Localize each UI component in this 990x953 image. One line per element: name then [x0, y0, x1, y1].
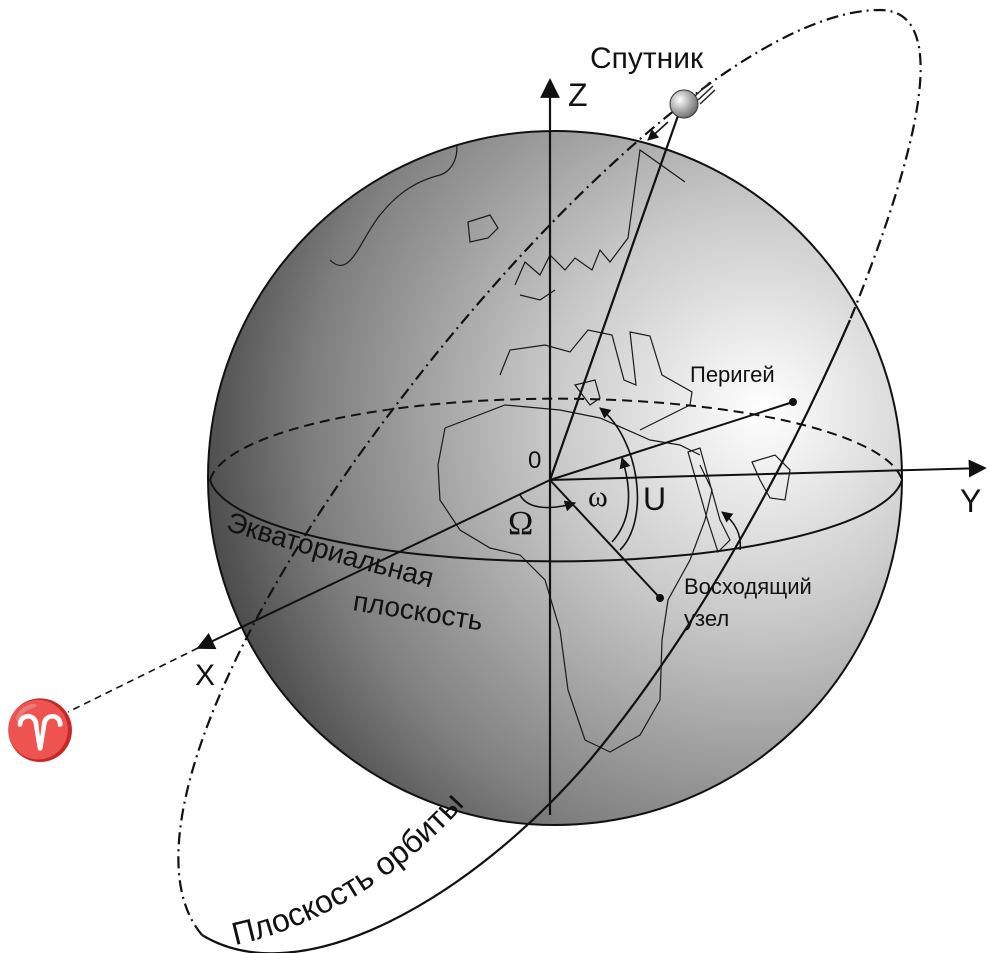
perigee-radius: [549, 401, 794, 481]
omega-small-label: ω: [588, 480, 608, 513]
perigee-label: Перигей: [690, 362, 775, 387]
equator-front: [209, 479, 903, 563]
u-label: U: [643, 481, 666, 517]
u-arc: [599, 407, 639, 551]
asia-outline: [499, 329, 693, 431]
axis-x: [196, 479, 551, 650]
orbit-direction-arrow: [647, 121, 669, 141]
orbit-back: [177, 8, 922, 936]
ascending-node-label-line2: узел: [684, 606, 729, 631]
omega-capital-label: Ω: [508, 505, 533, 542]
ascending-node-label-line1: Восходящий: [684, 574, 812, 599]
inclination-arc: [721, 511, 742, 551]
vernal-equinox-symbol: ♈: [4, 697, 76, 763]
coastline-north: [329, 139, 458, 266]
axis-y: [549, 459, 987, 481]
omega-capital-arc: [519, 494, 577, 512]
lake-outline: [573, 379, 601, 406]
orbit-front: [201, 319, 852, 953]
origin-label: 0: [528, 447, 541, 474]
equator-back: [209, 397, 903, 481]
perigee-point: [789, 398, 797, 406]
ascending-node-point: [656, 594, 664, 602]
red-sea-outline: [687, 447, 731, 554]
arabia-outline: [751, 454, 791, 501]
satellite-label: Спутник: [590, 42, 704, 75]
orbit-plane-label: Плоскость орбиты: [228, 785, 470, 952]
omega-small-arc: [611, 456, 631, 543]
continents: [329, 139, 791, 753]
satellite-radius: [548, 109, 682, 481]
axis-x-label: X: [195, 659, 215, 692]
satellite-icon: [669, 81, 716, 119]
island-outline: [467, 214, 499, 243]
axis-x-extension: [67, 647, 199, 713]
axis-y-label: Y: [960, 483, 981, 519]
axis-z-label: Z: [568, 77, 588, 113]
node-line: [549, 479, 661, 599]
